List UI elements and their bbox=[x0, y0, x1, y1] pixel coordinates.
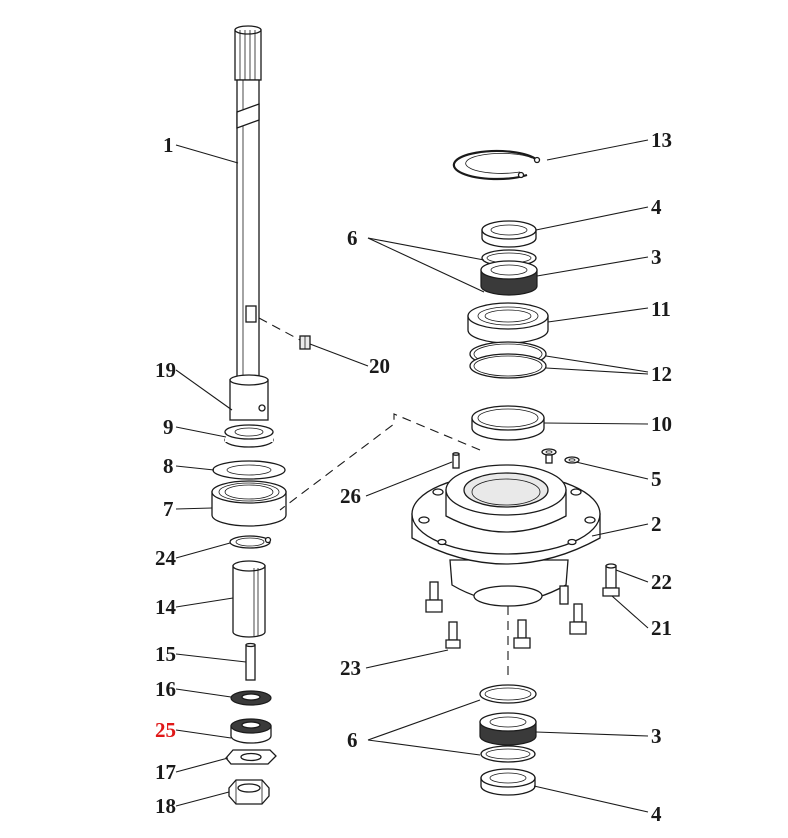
callout-25: 25 bbox=[155, 718, 176, 742]
nut-18 bbox=[228, 779, 270, 805]
sleeve-14 bbox=[232, 560, 266, 638]
bearing-cup-4-bottom bbox=[480, 768, 536, 796]
collar-19 bbox=[229, 374, 269, 421]
callout-22: 22 bbox=[651, 570, 672, 594]
ring-9 bbox=[224, 424, 274, 448]
callout-3-top: 3 bbox=[651, 245, 662, 269]
callout-18: 18 bbox=[155, 794, 176, 818]
snap-ring-24 bbox=[229, 535, 272, 549]
callout-24: 24 bbox=[155, 546, 177, 570]
callout-4-top: 4 bbox=[651, 195, 662, 219]
o-ring-12-lower bbox=[469, 353, 547, 379]
roller-bearing-3-top bbox=[480, 260, 538, 296]
washers-5 bbox=[541, 448, 580, 464]
bolts-21 bbox=[559, 585, 587, 635]
callout-labels: 1 2 3 3 4 4 5 6 6 7 8 9 10 11 12 13 14 1… bbox=[155, 128, 672, 826]
key-20 bbox=[299, 335, 311, 350]
callout-20: 20 bbox=[369, 354, 390, 378]
o-ring-6-bottom-lower bbox=[480, 745, 536, 763]
callout-10: 10 bbox=[651, 412, 672, 436]
callout-3-bottom: 3 bbox=[651, 724, 662, 748]
callout-2: 2 bbox=[651, 512, 662, 536]
callout-23: 23 bbox=[340, 656, 361, 680]
callout-6-top: 6 bbox=[347, 226, 358, 250]
shaft-spline bbox=[234, 25, 262, 81]
ring-10 bbox=[471, 405, 545, 441]
callout-11: 11 bbox=[651, 297, 671, 321]
shaft-assembly bbox=[211, 25, 311, 805]
callout-12: 12 bbox=[651, 362, 672, 386]
callout-21: 21 bbox=[651, 616, 672, 640]
roller-bearing-3-bottom bbox=[479, 712, 537, 746]
callout-9: 9 bbox=[163, 415, 174, 439]
washer-16 bbox=[230, 690, 272, 706]
callout-6-bottom: 6 bbox=[347, 728, 358, 752]
housing-assembly bbox=[411, 149, 620, 796]
bearing-cup-4-top bbox=[481, 220, 537, 248]
dowel-pin-26 bbox=[452, 452, 460, 469]
housing-alignment-line bbox=[279, 413, 481, 511]
callout-4-bottom: 4 bbox=[651, 802, 662, 826]
pin-15 bbox=[245, 642, 256, 681]
key-20-alignment-line bbox=[258, 317, 301, 341]
callout-16: 16 bbox=[155, 677, 176, 701]
circlip-13 bbox=[452, 149, 541, 181]
bolt-22 bbox=[602, 563, 620, 597]
callout-14: 14 bbox=[155, 595, 177, 619]
bearing-7 bbox=[211, 480, 287, 527]
callout-13: 13 bbox=[651, 128, 672, 152]
callout-7: 7 bbox=[163, 497, 174, 521]
bolts-23 bbox=[425, 581, 531, 680]
shaft-body bbox=[236, 79, 260, 381]
callout-26: 26 bbox=[340, 484, 361, 508]
housing-2 bbox=[411, 464, 601, 607]
leader-lines bbox=[175, 139, 649, 813]
callout-19: 19 bbox=[155, 358, 176, 382]
callout-15: 15 bbox=[155, 642, 176, 666]
washer-8 bbox=[212, 460, 286, 480]
callout-1: 1 bbox=[163, 133, 174, 157]
seal-11 bbox=[467, 302, 549, 344]
tab-washer-17 bbox=[225, 749, 277, 765]
callout-17: 17 bbox=[155, 760, 176, 784]
callout-5: 5 bbox=[651, 467, 662, 491]
seal-25 bbox=[230, 718, 272, 744]
callout-8: 8 bbox=[163, 454, 174, 478]
